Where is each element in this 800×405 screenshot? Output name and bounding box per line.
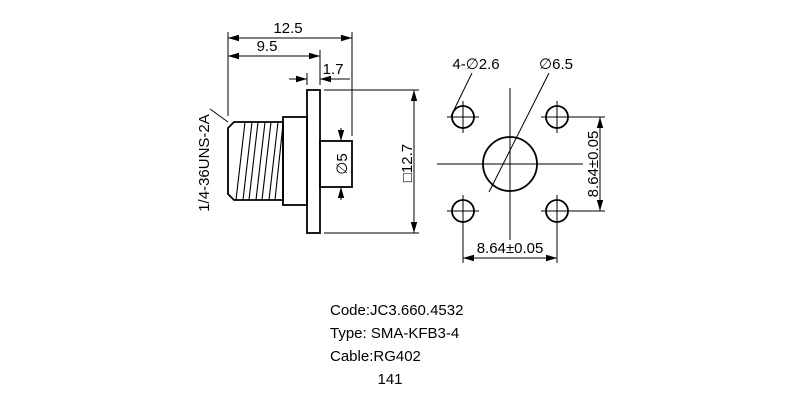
thread-section bbox=[227, 121, 284, 201]
dim-body-length-label: 9.5 bbox=[257, 38, 278, 55]
thread-outline bbox=[227, 121, 284, 201]
centerlines bbox=[437, 88, 605, 263]
dim-mounting-holes-label: 4-∅2.6 bbox=[452, 56, 499, 73]
dim-pin-diameter-label: ∅5 bbox=[334, 153, 351, 174]
mounting-hole-top-right bbox=[545, 105, 569, 129]
center-hole-leader bbox=[488, 72, 550, 193]
cable-text: Cable:RG402 bbox=[330, 348, 421, 365]
body-section bbox=[282, 116, 308, 206]
center-hole bbox=[482, 136, 538, 192]
dimension-flange-thickness bbox=[289, 73, 350, 85]
mounting-hole-top-left bbox=[451, 105, 475, 129]
thread-hatching bbox=[235, 121, 284, 201]
dimension-flange-size bbox=[324, 89, 419, 234]
type-text: Type: SMA-KFB3-4 bbox=[330, 325, 459, 342]
dim-center-hole-label: ∅6.5 bbox=[539, 56, 573, 73]
dim-flange-thickness-label: 1.7 bbox=[323, 61, 344, 78]
mounting-holes-leader bbox=[450, 72, 473, 117]
flange-side bbox=[306, 89, 321, 234]
thread-spec-label: 1/4-36UNS-2A bbox=[196, 114, 213, 212]
title-block: Code:JC3.660.4532 Type: SMA-KFB3-4 Cable… bbox=[330, 302, 463, 388]
dim-overall-length-label: 12.5 bbox=[273, 20, 302, 37]
page-number-text: 141 bbox=[377, 371, 402, 388]
front-view: 4-∅2.6 ∅6.5 8.64±0.05 8.64±0.05 bbox=[437, 56, 605, 263]
pin-section bbox=[319, 140, 353, 188]
side-view: 12.5 9.5 1.7 1/4-36UNS-2A ∅5 □12.7 bbox=[196, 20, 419, 234]
dim-hole-spacing-horizontal-label: 8.64±0.05 bbox=[477, 240, 544, 257]
dim-flange-size-label: □12.7 bbox=[399, 144, 416, 182]
thread-spec-leader bbox=[209, 108, 229, 123]
dimension-overall-length bbox=[227, 32, 353, 136]
dim-hole-spacing-vertical-label: 8.64±0.05 bbox=[585, 131, 602, 198]
dimension-body-length bbox=[228, 50, 321, 85]
mounting-hole-bottom-left bbox=[451, 199, 475, 223]
code-text: Code:JC3.660.4532 bbox=[330, 302, 463, 319]
mounting-hole-bottom-right bbox=[545, 199, 569, 223]
